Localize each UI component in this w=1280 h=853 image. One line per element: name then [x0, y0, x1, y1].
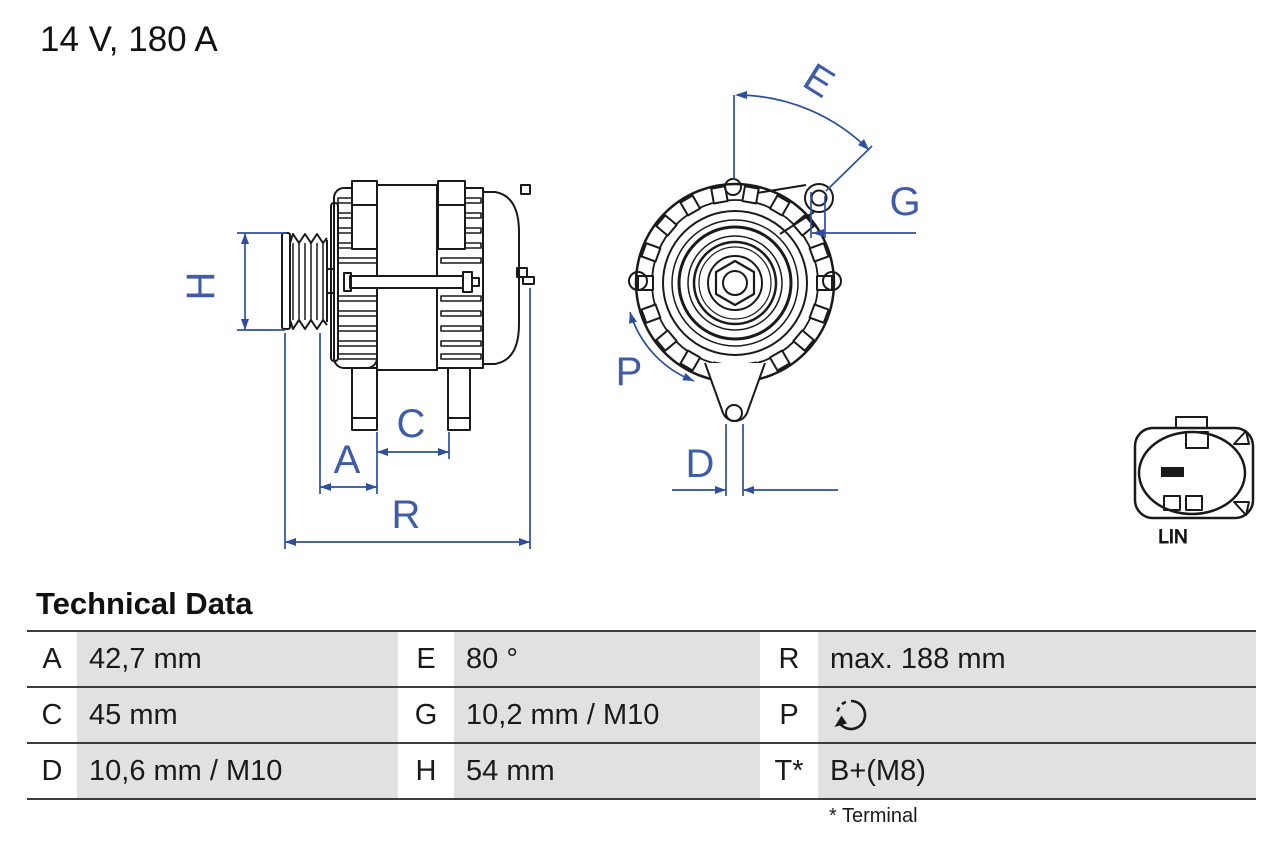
- spec-key: P: [760, 688, 818, 742]
- spec-key: G: [398, 688, 454, 742]
- rotation-direction-icon: [834, 699, 867, 731]
- spec-value: 54 mm: [454, 744, 760, 798]
- spec-key: E: [398, 632, 454, 686]
- spec-value: 42,7 mm: [77, 632, 398, 686]
- spec-value: 45 mm: [77, 688, 398, 742]
- dimension-r: R: [284, 288, 531, 549]
- connector-pin-blade: [1161, 467, 1184, 477]
- dimension-label-a: A: [334, 438, 361, 482]
- terminal-footnote: * Terminal: [829, 805, 918, 827]
- shaft-hex-nut: [714, 259, 756, 307]
- dimension-label-r: R: [392, 493, 421, 537]
- dimension-label-e: E: [796, 55, 842, 106]
- connector-label: LIN: [1158, 527, 1188, 548]
- dimension-c: C: [377, 402, 450, 459]
- spec-key: D: [27, 744, 77, 798]
- dimension-h: H: [179, 232, 287, 331]
- spec-value: 10,2 mm / M10: [454, 688, 760, 742]
- dimension-label-p: P: [616, 350, 643, 394]
- spec-key: A: [27, 632, 77, 686]
- spec-value: 10,6 mm / M10: [77, 744, 398, 798]
- spec-value: max. 188 mm: [818, 632, 1256, 686]
- technical-drawing: H A C R: [179, 55, 1255, 549]
- alternator-front-view: [628, 178, 842, 422]
- spec-value: B+(M8): [818, 744, 1256, 798]
- table-row: D 10,6 mm / M10 H 54 mm T* B+(M8): [27, 744, 1256, 800]
- dimension-label-g: G: [889, 180, 920, 224]
- dimension-d: D: [672, 424, 838, 496]
- page-title: 14 V, 180 A: [40, 20, 218, 59]
- spec-value-rotation: [818, 688, 1256, 742]
- spec-key: R: [760, 632, 818, 686]
- spec-key: C: [27, 688, 77, 742]
- dimension-g: G: [810, 180, 921, 238]
- dimension-label-c: C: [397, 402, 426, 446]
- spec-key: T*: [760, 744, 818, 798]
- spec-value: 80 °: [454, 632, 760, 686]
- technical-data-heading: Technical Data: [36, 586, 253, 621]
- dimension-a: A: [319, 333, 378, 494]
- dimension-label-h: H: [179, 272, 223, 301]
- dimension-e: E: [733, 55, 873, 192]
- pin-connector-drawing: LIN: [1133, 416, 1255, 549]
- spec-key: H: [398, 744, 454, 798]
- dimension-label-d: D: [686, 442, 715, 486]
- technical-data-table: A 42,7 mm E 80 ° R max. 188 mm C 45 mm G…: [27, 630, 1256, 800]
- alternator-side-view: [281, 180, 535, 431]
- table-row: C 45 mm G 10,2 mm / M10 P: [27, 688, 1256, 744]
- dimension-p: P: [616, 311, 695, 394]
- table-row: A 42,7 mm E 80 ° R max. 188 mm: [27, 632, 1256, 688]
